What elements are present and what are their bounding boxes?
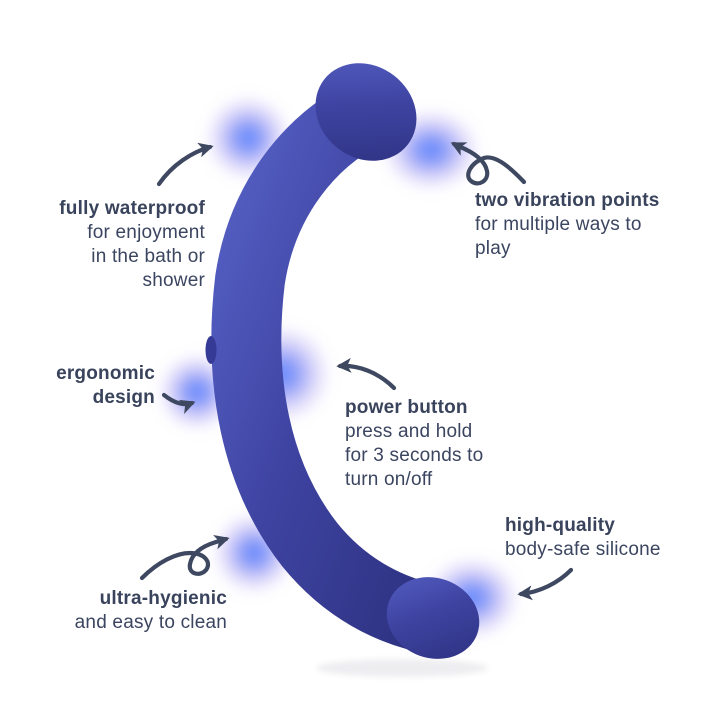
annotation-arrows (139, 141, 574, 601)
power-heading: power button (345, 397, 468, 418)
waterproof-line: for enjoyment (87, 222, 205, 243)
annotation-hygienic: ultra-hygienic and easy to clean (75, 587, 227, 635)
waterproof-arrow-icon (156, 142, 214, 187)
product-body (205, 63, 480, 659)
power-button-bump (205, 336, 217, 364)
waterproof-heading: fully waterproof (59, 198, 205, 219)
ergonomic-heading: design (92, 387, 155, 408)
hygienic-heading: ultra-hygienic (99, 588, 227, 609)
waterproof-line: shower (142, 270, 205, 291)
ergonomic-arrow-icon (161, 392, 196, 414)
ergonomic-heading: ergonomic (56, 363, 155, 384)
product-shaft (211, 77, 472, 655)
quality-arrow-icon (517, 567, 574, 601)
quality-heading: high-quality (505, 515, 616, 536)
product-bottom-tip (386, 577, 480, 659)
hygienic-line: and easy to clean (74, 612, 227, 633)
power-line: for 3 seconds to (345, 445, 484, 466)
product-top-tip (315, 63, 417, 161)
power-line: press and hold (345, 421, 473, 442)
annotation-quality: high-quality body-safe silicone (505, 514, 661, 562)
vibration-loop-arrow-icon (450, 141, 527, 186)
hygienic-loop-arrow-icon (139, 535, 230, 581)
annotation-ergonomic: ergonomic design (56, 362, 155, 410)
annotation-waterproof: fully waterproof for enjoyment in the ba… (59, 197, 205, 293)
power-arrow-icon (336, 357, 397, 391)
product-shadow (316, 659, 488, 677)
annotation-vibration: two vibration points for multiple ways t… (475, 189, 660, 261)
power-line: turn on/off (345, 469, 433, 490)
vibration-line: play (475, 238, 511, 259)
quality-line: body-safe silicone (505, 539, 661, 560)
vibration-line: for multiple ways to (475, 214, 642, 235)
annotation-power: power button press and hold for 3 second… (345, 396, 483, 492)
vibration-heading: two vibration points (475, 190, 660, 211)
waterproof-line: in the bath or (91, 246, 205, 267)
